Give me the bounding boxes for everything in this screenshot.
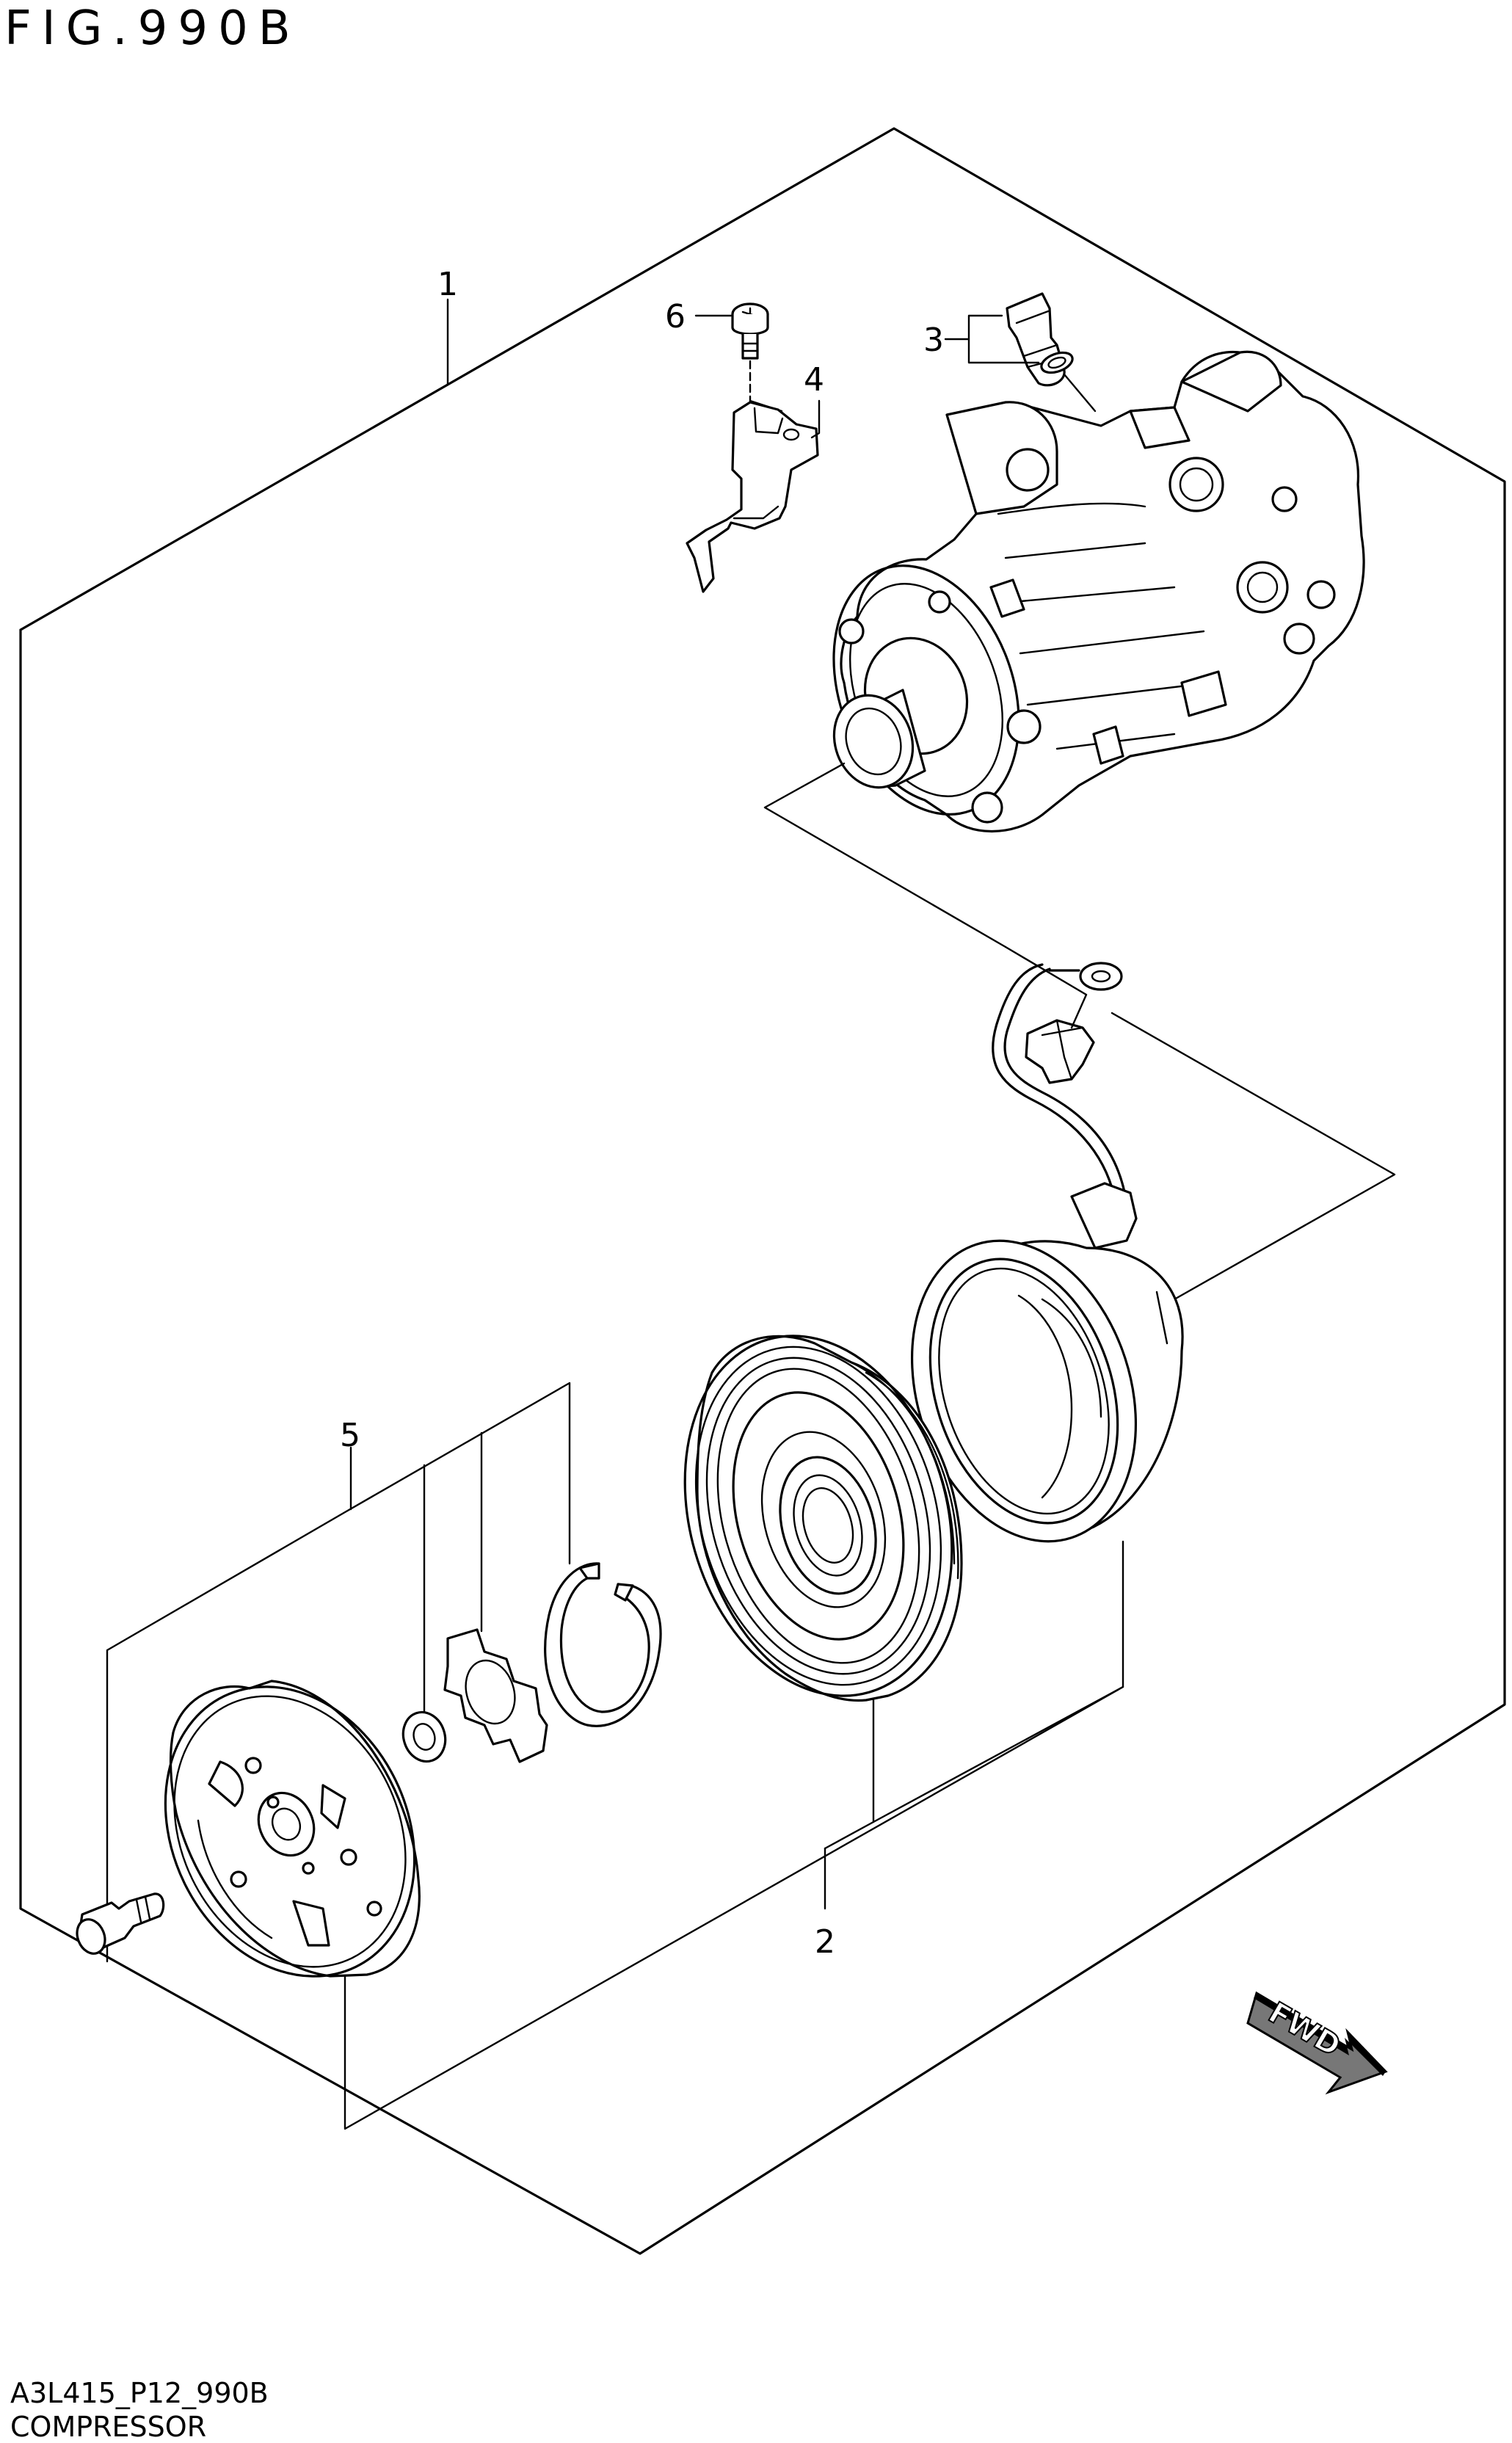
armature-plate	[164, 1680, 421, 1978]
compressor-body	[763, 350, 1365, 948]
leader-2	[872, 1540, 1124, 1823]
snap-ring	[544, 1562, 662, 1727]
figure-title: FIG.990B	[4, 1, 301, 56]
callout-2: 2	[815, 1923, 835, 1961]
screw-part-6	[694, 302, 783, 413]
shim-plate	[443, 1628, 548, 1763]
fwd-arrow: FWD	[1246, 1991, 1388, 2095]
hub-bolt	[76, 1892, 165, 1955]
leader-plate	[344, 1685, 1124, 2130]
valve-part-3	[944, 292, 1097, 413]
figure-caption: COMPRESSOR	[10, 2411, 207, 2443]
bracket-part-4	[686, 399, 821, 593]
assembly-frame	[19, 127, 1506, 2255]
pulley	[683, 1335, 963, 1702]
leader-harness-coil	[1111, 1012, 1396, 1301]
callout-6: 6	[665, 298, 686, 335]
callout-5: 5	[340, 1417, 360, 1454]
callout-3: 3	[923, 322, 944, 359]
figure-code: A3L415_P12_990B	[10, 2377, 269, 2409]
callout-1: 1	[437, 266, 458, 303]
leader-5	[106, 1382, 571, 1963]
field-coil	[910, 1239, 1184, 1543]
washer	[401, 1710, 447, 1763]
callout-4: 4	[804, 361, 824, 399]
wire-harness	[992, 945, 1138, 1249]
